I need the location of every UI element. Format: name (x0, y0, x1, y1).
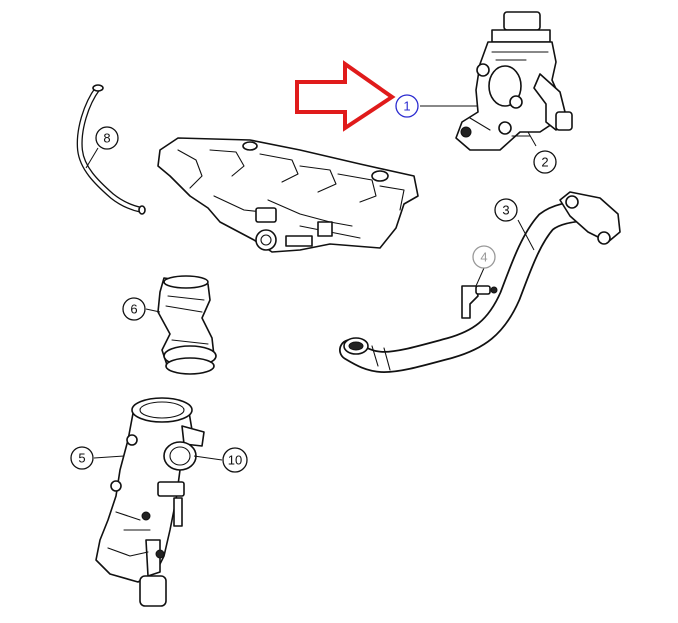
svg-text:10: 10 (228, 453, 242, 468)
callout-4: 4 (472, 245, 496, 269)
leader-6 (145, 308, 161, 313)
callout-8: 8 (95, 126, 119, 150)
leader-2 (527, 131, 537, 147)
vacuum-hose-part (76, 84, 146, 215)
callout-6: 6 (122, 297, 146, 321)
egr-valve-part (455, 11, 573, 151)
bracket-bolt-part (461, 285, 498, 319)
red-pointer-arrow-icon (295, 60, 396, 132)
hose-coupling-part (157, 275, 217, 375)
callout-1: 1 (395, 94, 419, 118)
callout-5: 5 (70, 446, 94, 470)
egr-tube-part (339, 191, 621, 374)
intake-housing-part (95, 397, 205, 607)
callout-10: 10 (222, 447, 248, 473)
svg-text:3: 3 (502, 203, 509, 218)
svg-text:5: 5 (78, 451, 85, 466)
svg-text:1: 1 (403, 99, 410, 114)
intake-manifold-part (157, 137, 419, 253)
leader-3 (517, 219, 535, 251)
svg-text:6: 6 (130, 302, 137, 317)
leader-4 (475, 267, 485, 287)
leader-8 (85, 147, 99, 169)
svg-text:2: 2 (541, 155, 548, 170)
leader-10 (193, 455, 223, 461)
leader-5 (93, 455, 125, 459)
svg-text:8: 8 (103, 131, 110, 146)
svg-text:4: 4 (480, 250, 487, 265)
callout-2: 2 (533, 150, 557, 174)
callout-3: 3 (494, 198, 518, 222)
